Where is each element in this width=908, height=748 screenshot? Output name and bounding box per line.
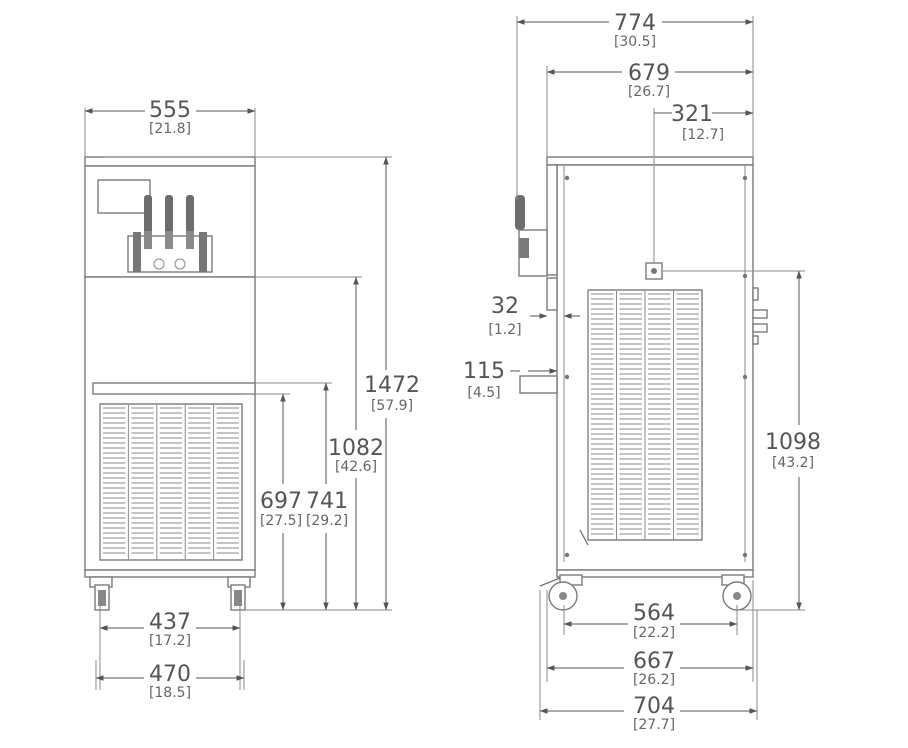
dim-437-inch: [17.2] [149,633,191,649]
dim-1098-value: 1098 [765,430,821,455]
drip-tray [92,382,256,395]
dim-1472-inch: [57.9] [371,398,413,414]
side-machine-body [515,156,768,611]
front-grille-slots [99,404,239,560]
dim-774-value: 774 [614,11,656,36]
dim-321-inch: [12.7] [682,127,724,143]
front-dimension-lines [84,108,389,681]
side-screws [564,175,748,558]
dispense-handles [127,195,213,273]
front-casters [89,576,251,611]
dim-564-inch: [22.2] [633,625,675,641]
side-drip-tray [519,375,558,394]
dim-115-value: 115 [463,359,505,384]
side-view: 774 [30.5] 679 [26.7] 321 [12.7] 32 [1.2… [463,11,821,733]
side-dimension-labels: 774 [30.5] 679 [26.7] 321 [12.7] 32 [1.2… [463,11,821,733]
dim-697-value: 697 [260,489,302,514]
side-casters [539,574,752,611]
dim-32-value: 32 [491,294,519,319]
control-panel [97,179,151,214]
dim-32-inch: [1.2] [488,322,521,338]
dim-774-inch: [30.5] [614,34,656,50]
side-dispense-handle [515,195,548,277]
dim-470-value: 470 [149,662,191,687]
front-dimension-labels: 555 [21.8] 1472 [57.9] 1082 [42.6] 741 [… [149,98,420,701]
dim-555-value: 555 [149,98,191,123]
dim-115-inch: [4.5] [467,385,500,401]
front-machine-body [84,156,256,611]
front-grille [99,403,243,561]
dim-741-value: 741 [306,489,348,514]
front-view: 555 [21.8] 1472 [57.9] 1082 [42.6] 741 [… [84,98,420,701]
dim-667-value: 667 [633,649,675,674]
dim-555-inch: [21.8] [149,121,191,137]
dim-1098-inch: [43.2] [772,455,814,471]
side-extension-lines [516,16,805,720]
dim-704-value: 704 [633,694,675,719]
dim-704-inch: [27.7] [633,717,675,733]
dim-679-inch: [26.7] [628,84,670,100]
dim-437-value: 437 [149,610,191,635]
side-grille-slots [587,290,699,540]
dim-1082-inch: [42.6] [335,459,377,475]
dim-1082-value: 1082 [328,436,384,461]
rear-fittings [752,287,768,345]
dim-667-inch: [26.2] [633,672,675,688]
front-extension-lines [84,108,392,690]
dim-697-inch: [27.5] [260,513,302,529]
dim-470-inch: [18.5] [149,685,191,701]
side-dimension-lines [510,19,802,714]
dim-741-inch: [29.2] [306,513,348,529]
dim-321-value: 321 [671,102,713,127]
dim-564-value: 564 [633,601,675,626]
dim-1472-value: 1472 [364,373,420,398]
dim-679-value: 679 [628,61,670,86]
